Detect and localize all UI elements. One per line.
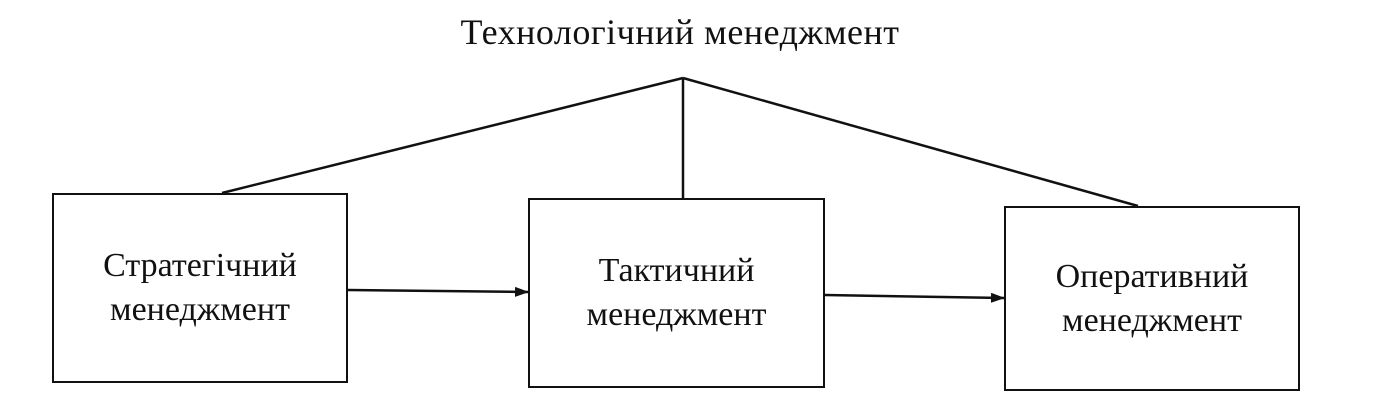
strategic-label-line1: Стратегічний — [103, 247, 297, 284]
operative-management-box: Оперативний менеджмент — [1004, 206, 1300, 391]
tactical-management-box: Тактичний менеджмент — [528, 198, 825, 388]
diagram-title: Технологічний менеджмент — [460, 12, 900, 52]
strategic-label-line2: менеджмент — [110, 291, 290, 328]
arrow-tactical-to-operative — [824, 292, 1005, 303]
connector-title-to-strategic — [221, 76, 684, 195]
tactical-label-line1: Тактичний — [598, 252, 755, 289]
operative-label-line2: менеджмент — [1062, 301, 1242, 339]
tactical-label-line2: менеджмент — [586, 296, 767, 333]
operative-label-line1: Оперативний — [1055, 257, 1249, 295]
strategic-management-box: Стратегічний менеджмент — [52, 193, 348, 383]
arrow-strategic-to-tactical — [347, 286, 529, 297]
connector-title-to-operative — [682, 76, 1139, 208]
